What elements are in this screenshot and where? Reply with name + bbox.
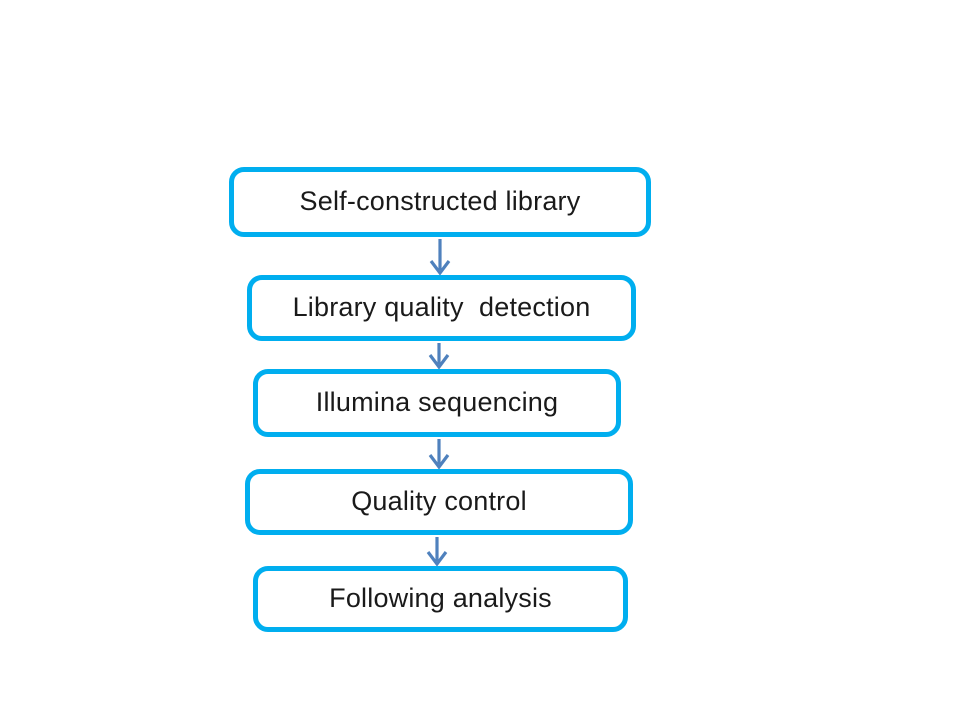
arrow-down-icon: [426, 537, 448, 567]
flow-node-quality-control: Quality control: [245, 469, 633, 535]
flow-node-label: Self-constructed library: [299, 185, 581, 216]
flow-node-following-analysis: Following analysis: [253, 566, 628, 632]
flow-node-library-quality-detection: Library quality detection: [247, 275, 636, 341]
flow-node-self-constructed-library: Self-constructed library: [229, 167, 651, 237]
flow-node-label: Quality control: [351, 485, 527, 516]
flow-node-label: Following analysis: [329, 582, 552, 613]
arrow-down-icon: [428, 439, 450, 470]
arrow-down-icon: [428, 343, 450, 370]
flow-node-label: Library quality detection: [292, 291, 591, 322]
flow-node-label: Illumina sequencing: [315, 386, 559, 417]
arrow-down-icon: [429, 239, 451, 276]
flow-node-illumina-sequencing: Illumina sequencing: [253, 369, 621, 437]
